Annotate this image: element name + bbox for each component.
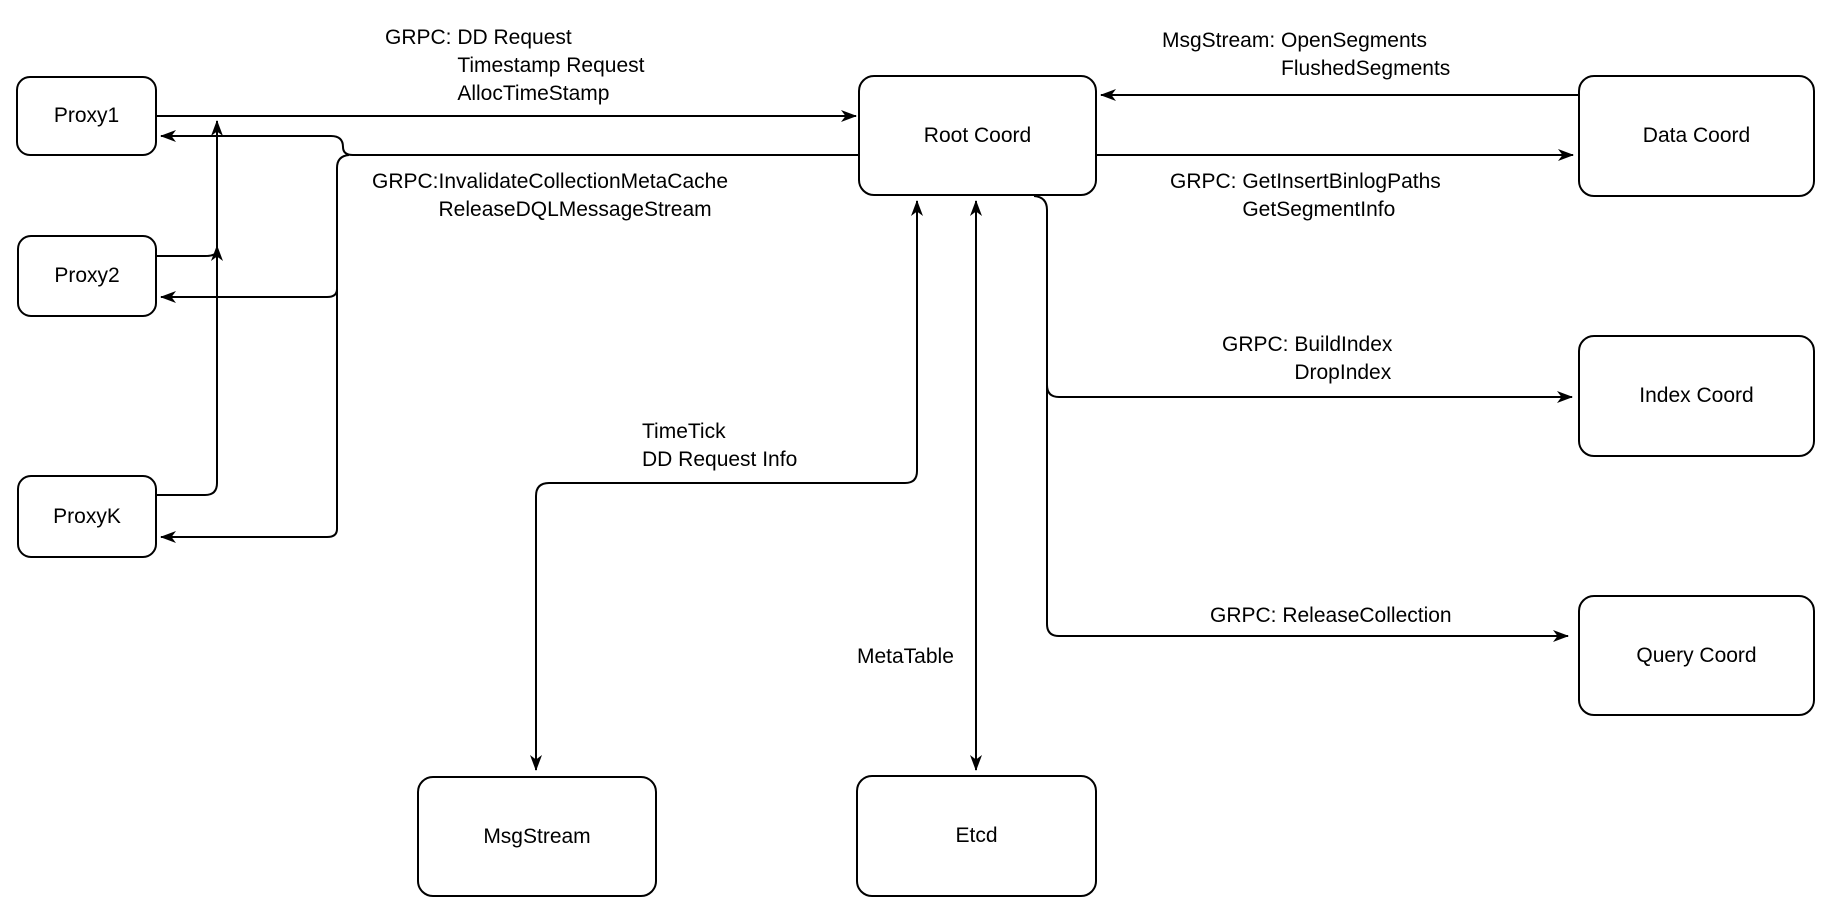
edge-rootcoord-to-proxy1 bbox=[160, 130, 858, 156]
node-etcd: Etcd bbox=[856, 775, 1097, 897]
edge-label-prefix: GRPC: bbox=[1222, 333, 1295, 356]
node-data-coord: Data Coord bbox=[1578, 75, 1815, 197]
edge-label-rootcoord-to-proxy: GRPC: InvalidateCollectionMetaCache Rele… bbox=[372, 168, 728, 224]
node-root-coord: Root Coord bbox=[858, 75, 1097, 196]
edge-label-datacoord-to-rootcoord: MsgStream: OpenSegments FlushedSegments bbox=[1162, 27, 1450, 83]
node-query-coord: Query Coord bbox=[1578, 595, 1815, 716]
edge-rootcoord-to-proxyk bbox=[160, 260, 338, 543]
edge-label-prefix: GRPC: bbox=[372, 170, 439, 193]
node-proxyk: ProxyK bbox=[17, 475, 157, 558]
edge-label-proxy-to-rootcoord: GRPC: DD Request Timestamp Request Alloc… bbox=[385, 24, 644, 108]
edge-label-rootcoord-etcd: MetaTable bbox=[857, 645, 954, 668]
edge-label-rootcoord-to-querycoord: GRPC: ReleaseCollection bbox=[1210, 604, 1452, 627]
edge-rootcoord-msgstream bbox=[530, 200, 923, 771]
node-proxy1: Proxy1 bbox=[16, 76, 157, 156]
edge-rootcoord-to-querycoord bbox=[1046, 340, 1569, 642]
edge-rootcoord-to-proxy2 bbox=[160, 154, 350, 303]
edge-label-prefix: MsgStream: bbox=[1162, 29, 1282, 52]
node-proxy2: Proxy2 bbox=[17, 235, 157, 317]
edge-label-rootcoord-msgstream: TimeTick DD Request Info bbox=[642, 420, 798, 471]
edge-proxyk-merge-trunk bbox=[157, 120, 223, 496]
node-index-coord: Index Coord bbox=[1578, 335, 1815, 457]
edge-proxy2-merge-trunk bbox=[157, 245, 223, 261]
node-msgstream: MsgStream bbox=[417, 776, 657, 897]
edge-label-rootcoord-to-datacoord: GRPC: GetInsertBinlogPaths GetSegmentInf… bbox=[1170, 168, 1441, 224]
edge-label-rootcoord-to-indexcoord: GRPC: BuildIndex DropIndex bbox=[1222, 331, 1392, 387]
edge-label-prefix: GRPC: bbox=[385, 26, 458, 49]
edge-label-prefix: GRPC: bbox=[1170, 170, 1243, 193]
